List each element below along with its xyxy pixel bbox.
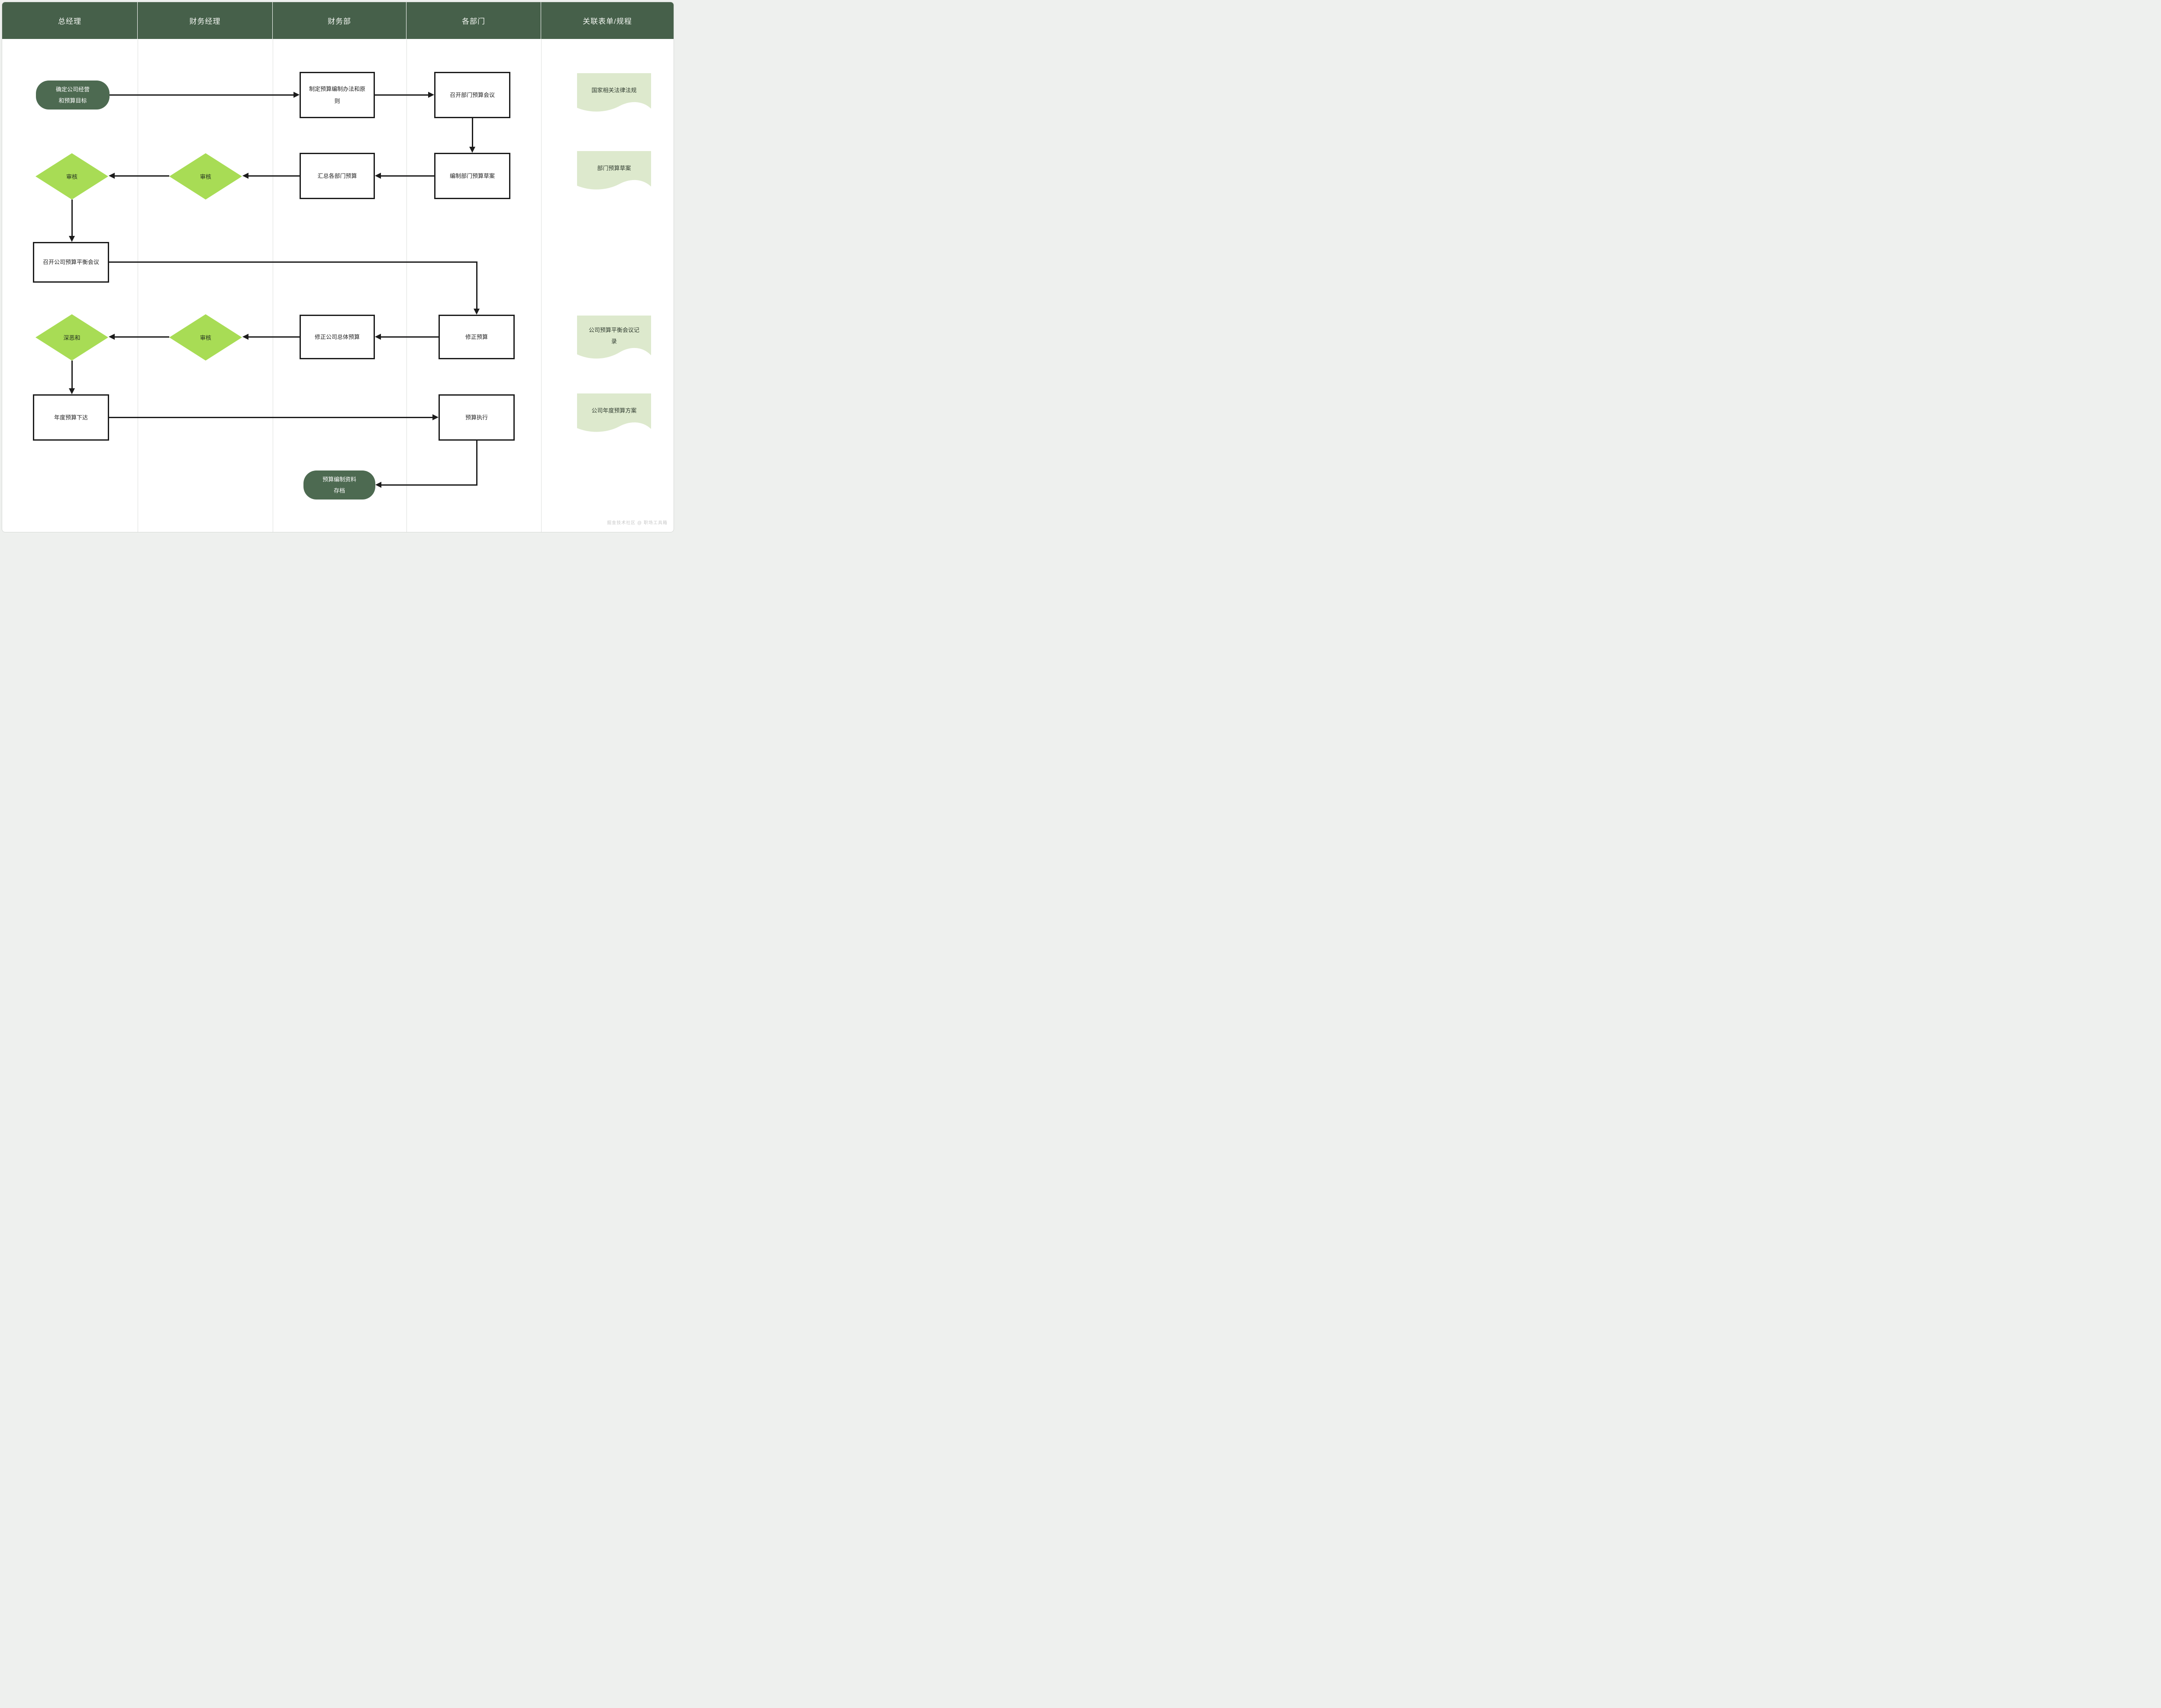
document-label: 公司年度预算方案 — [591, 407, 637, 414]
edge-revise-to-revise-total — [381, 336, 439, 338]
node-draft-dept-budget[interactable]: 编制部门预算草案 — [434, 153, 510, 199]
node-decision-review-fm-2[interactable]: 审核 — [169, 314, 242, 361]
edge-execute-to-archive-h — [381, 484, 477, 486]
document-shape-icon — [577, 316, 651, 359]
arrowhead-right-icon — [294, 92, 300, 98]
node-label: 审核 — [200, 174, 211, 180]
edge-review-gm-to-balance — [71, 200, 73, 236]
node-start-terminator[interactable]: 确定公司经营和预算目标 — [36, 81, 110, 110]
node-label: 预算执行 — [465, 414, 488, 421]
edge-shenehe-to-issue — [71, 361, 73, 389]
node-label: 确定公司经营和预算目标 — [55, 86, 90, 104]
node-archive-terminator[interactable]: 预算编制资料存档 — [303, 471, 375, 500]
document-shape-icon — [577, 393, 651, 432]
edge-revise-total-to-review — [248, 336, 300, 338]
edge-meeting-to-draft — [472, 118, 473, 147]
arrowhead-left-icon — [109, 173, 115, 179]
node-label: 召开部门预算会议 — [449, 91, 495, 98]
arrowhead-left-icon — [109, 334, 115, 340]
edge-issue-to-execute — [109, 417, 433, 418]
edge-draft-to-summarize — [381, 175, 434, 177]
arrowhead-down-icon — [69, 388, 75, 394]
document-shape-icon — [577, 151, 651, 190]
document-label: 国家相关法律法规 — [591, 87, 637, 93]
document-label: 部门预算草案 — [597, 165, 631, 171]
node-label: 深恶和 — [63, 335, 81, 341]
document-dept-budget-draft[interactable]: 部门预算草案 — [577, 151, 651, 194]
lane-header-departments: 各部门 — [406, 2, 541, 39]
node-decision-review-fm[interactable]: 审核 — [169, 153, 242, 200]
node-revise-budget[interactable]: 修正预算 — [439, 315, 515, 359]
arrowhead-left-icon — [242, 334, 248, 340]
document-national-laws[interactable]: 国家相关法律法规 — [577, 73, 651, 116]
arrowhead-left-icon — [375, 173, 381, 179]
lane-header-finance-dept: 财务部 — [273, 2, 406, 39]
node-label: 召开公司预算平衡会议 — [42, 259, 99, 266]
node-label: 审核 — [200, 335, 211, 341]
lane-header-general-manager: 总经理 — [2, 2, 137, 39]
node-label: 预算编制资料存档 — [322, 476, 356, 494]
watermark: 掘金技术社区 @ 职场工具箱 — [607, 521, 668, 525]
node-label: 审核 — [66, 174, 77, 180]
node-revise-total-budget[interactable]: 修正公司总体预算 — [300, 315, 375, 359]
node-balance-meeting[interactable]: 召开公司预算平衡会议 — [33, 242, 109, 283]
lane-divider — [406, 39, 407, 532]
edge-balance-to-revise-v — [476, 261, 477, 309]
edge-start-to-method — [110, 94, 294, 96]
arrowhead-left-icon — [242, 173, 248, 179]
node-execute-budget[interactable]: 预算执行 — [439, 394, 515, 441]
node-label: 年度预算下达 — [54, 414, 88, 421]
arrowhead-right-icon — [428, 92, 434, 98]
flowchart-canvas: 总经理 财务经理 财务部 各部门 关联表单/规程 确定公司经营和预算目标 制定预… — [2, 2, 674, 532]
edge-method-to-meeting — [375, 94, 429, 96]
lane-divider — [541, 39, 542, 532]
document-balance-meeting-minutes[interactable]: 公司预算平衡会议记录 — [577, 316, 651, 364]
lane-header-finance-manager: 财务经理 — [138, 2, 272, 39]
lane-header-related-forms: 关联表单/规程 — [541, 2, 674, 39]
arrowhead-right-icon — [432, 414, 439, 420]
node-label: 编制部门预算草案 — [449, 172, 495, 179]
node-decision-review-gm[interactable]: 审核 — [35, 153, 108, 200]
edge-summarize-to-review-fm — [248, 175, 300, 177]
edge-review-fm-to-review-gm — [115, 175, 169, 177]
node-dept-budget-meeting[interactable]: 召开部门预算会议 — [434, 72, 510, 118]
arrowhead-down-icon — [69, 236, 75, 242]
document-shape-icon — [577, 73, 651, 112]
flowchart-page: 总经理 财务经理 财务部 各部门 关联表单/规程 确定公司经营和预算目标 制定预… — [0, 0, 675, 534]
node-decision-shenehe[interactable]: 深恶和 — [35, 314, 108, 361]
node-label: 修正公司总体预算 — [314, 333, 360, 340]
node-summarize-budgets[interactable]: 汇总各部门预算 — [300, 153, 375, 199]
node-label: 修正预算 — [465, 333, 488, 340]
node-issue-annual-budget[interactable]: 年度预算下达 — [33, 394, 109, 441]
edge-balance-to-revise-h — [109, 261, 477, 263]
node-label: 汇总各部门预算 — [317, 172, 357, 179]
node-label: 制定预算编制办法和原则 — [309, 86, 365, 104]
arrowhead-left-icon — [375, 482, 381, 488]
arrowhead-left-icon — [375, 334, 381, 340]
edge-review-to-shenehe — [115, 336, 169, 338]
document-label: 公司预算平衡会议记录 — [588, 327, 639, 345]
edge-execute-to-archive-v — [476, 441, 477, 486]
arrowhead-down-icon — [469, 147, 475, 153]
node-make-budget-method[interactable]: 制定预算编制办法和原则 — [300, 72, 375, 118]
document-annual-budget-plan[interactable]: 公司年度预算方案 — [577, 393, 651, 437]
arrowhead-down-icon — [474, 309, 480, 315]
